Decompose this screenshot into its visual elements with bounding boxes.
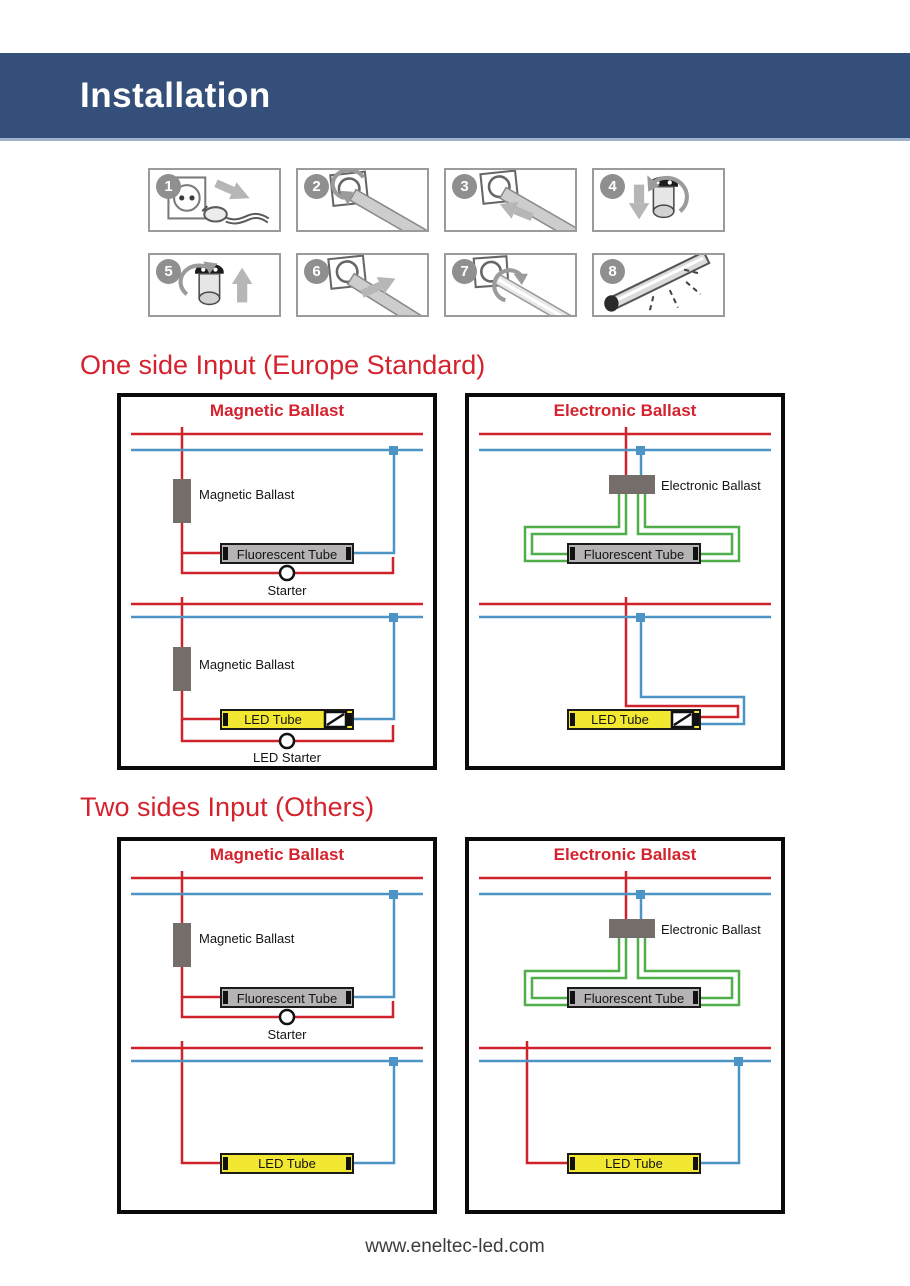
panel-title: Electronic Ballast: [553, 401, 697, 420]
tube-label: Fluorescent Tube: [236, 991, 338, 1006]
remove-old-tube-icon: [479, 170, 575, 230]
panel-title: Magnetic Ballast: [209, 845, 345, 864]
tube-label: Fluorescent Tube: [583, 547, 685, 562]
component-label: Magnetic Ballast: [199, 931, 295, 946]
wiring-diagram-svg: [131, 871, 423, 1174]
component-label: Electronic Ballast: [661, 478, 761, 493]
steps-grid-row-1: 1 2: [148, 168, 725, 232]
component-label: Magnetic Ballast: [199, 487, 295, 502]
tube-label: LED Tube: [258, 1156, 316, 1171]
wiring-diagram-svg: [479, 427, 771, 730]
rotate-led-tube-icon: [472, 255, 575, 315]
wiring-panel-twosides-magnetic: Magnetic Ballast Magnetic Ballast Fluore…: [117, 837, 437, 1214]
header-banner: Installation: [0, 53, 910, 141]
tube-label: Fluorescent Tube: [236, 547, 338, 562]
step-number-badge: 2: [304, 174, 329, 199]
remove-starter-icon: [628, 175, 689, 220]
step-number-badge: 1: [156, 174, 181, 199]
wiring-panel-oneside-electronic: Electronic Ballast Electronic Ballast Fl…: [465, 393, 785, 770]
starter-label: Starter: [267, 1027, 307, 1042]
step-number-badge: 8: [600, 259, 625, 284]
step-box-8: 8: [592, 253, 725, 317]
tube-label: LED Tube: [605, 1156, 663, 1171]
page-title: Installation: [80, 75, 271, 115]
footer-website: www.eneltec-led.com: [365, 1236, 545, 1257]
component-label: Magnetic Ballast: [199, 657, 295, 672]
panel-title: Magnetic Ballast: [209, 401, 345, 420]
section-title-two-sides-input: Two sides Input (Others): [80, 792, 375, 822]
tube-label: LED Tube: [244, 712, 302, 727]
component-label: Electronic Ballast: [661, 922, 761, 937]
wiring-diagram-svg: [131, 427, 423, 750]
install-led-starter-icon: [178, 261, 253, 306]
panel-title: Electronic Ballast: [553, 845, 697, 864]
step-box-4: 4: [592, 168, 725, 232]
step-box-6: 6: [296, 253, 429, 317]
step-box-3: 3: [444, 168, 577, 232]
step-number-badge: 4: [600, 174, 625, 199]
step-box-2: 2: [296, 168, 429, 232]
rotate-old-tube-icon: [329, 170, 427, 230]
tube-label: LED Tube: [591, 712, 649, 727]
unplug-power-icon: [167, 176, 270, 225]
tube-label: Fluorescent Tube: [583, 991, 685, 1006]
wiring-panel-twosides-electronic: Electronic Ballast Electronic Ballast Fl…: [465, 837, 785, 1214]
step-number-badge: 7: [452, 259, 477, 284]
step-box-5: 5: [148, 253, 281, 317]
section-title-one-side-input: One side Input (Europe Standard): [80, 350, 486, 380]
step-box-1: 1: [148, 168, 281, 232]
step-box-7: 7: [444, 253, 577, 317]
wiring-panel-oneside-magnetic: Magnetic Ballast Magnetic Ballast Fluore…: [117, 393, 437, 770]
tube-lit-icon: [604, 255, 711, 313]
starter-label: LED Starter: [253, 750, 321, 765]
wiring-diagram-svg: [479, 871, 771, 1174]
insert-led-tube-icon: [327, 255, 427, 315]
step-number-badge: 5: [156, 259, 181, 284]
step-number-badge: 6: [304, 259, 329, 284]
step-number-badge: 3: [452, 174, 477, 199]
starter-label: Starter: [267, 583, 307, 598]
steps-grid-row-2: 5 6: [148, 253, 725, 317]
